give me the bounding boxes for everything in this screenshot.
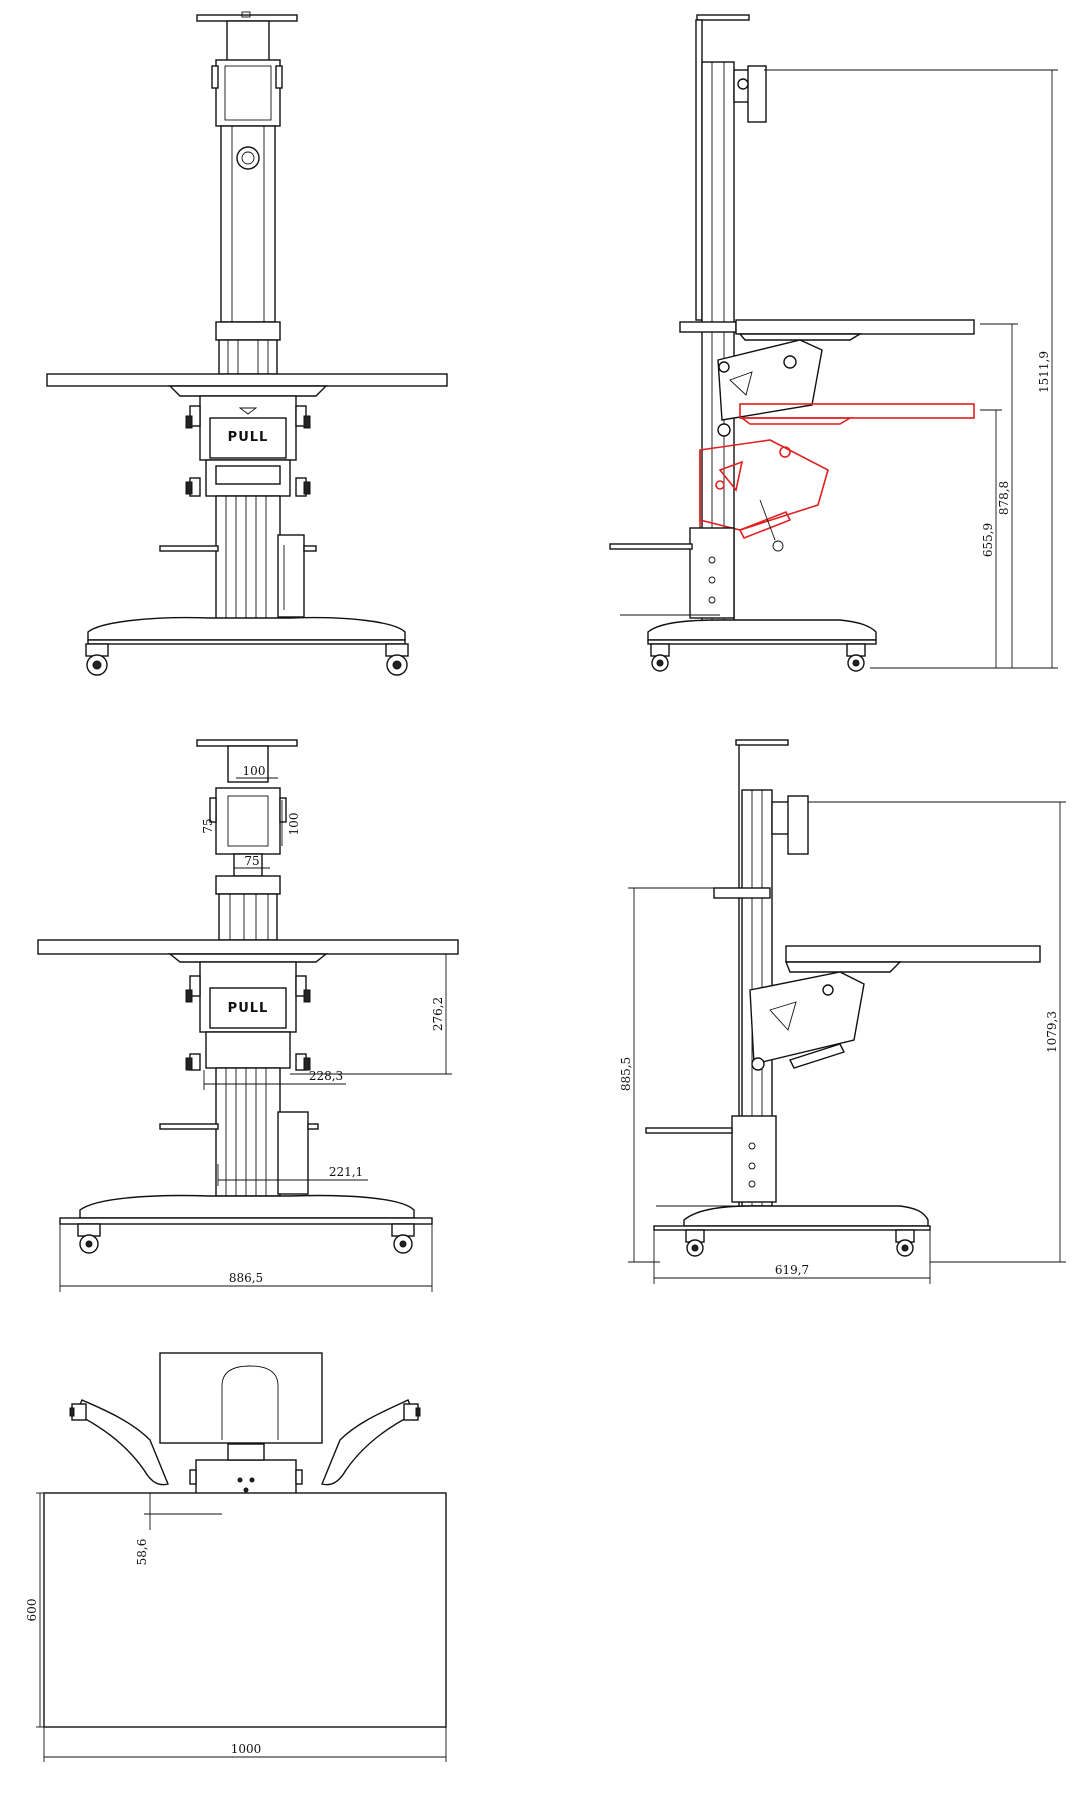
- dim-top-width: 1000: [231, 1742, 262, 1756]
- top-view: 58,6 600 1000: [25, 1352, 447, 1762]
- dim-tray-drop: 276,2: [431, 997, 445, 1031]
- caster-right-dim: [391, 1223, 415, 1254]
- caster-left-side: [650, 643, 670, 672]
- tilt-position-ghost: [699, 403, 975, 552]
- caster-left-side-dim: [685, 1229, 705, 1257]
- dim-cpu-width: 221,1: [329, 1165, 363, 1179]
- dim-vesa-bottom: 75: [244, 854, 259, 868]
- front-view-dimensioned: PULL 100 75 100: [37, 739, 459, 1292]
- dim-top-depth: 600: [25, 1599, 39, 1622]
- dim-vesa-width: 100: [243, 764, 266, 778]
- dim-upper-tray-height: 878,8: [997, 481, 1011, 515]
- pull-label: PULL: [228, 430, 269, 445]
- dim-total-height: 1511,9: [1037, 351, 1051, 393]
- caster-right: [385, 643, 409, 676]
- pull-label-dim: PULL: [228, 1001, 269, 1016]
- caster-left-dim: [77, 1223, 101, 1254]
- caster-left: [85, 643, 109, 676]
- dim-vesa-height-left: 75: [201, 818, 215, 833]
- dim-lower-tray-height: 655,9: [981, 523, 995, 557]
- dim-column-height: 885,5: [619, 1057, 633, 1091]
- dim-keyboard-width: 228,3: [309, 1069, 343, 1083]
- dim-base-width: 886,5: [229, 1271, 263, 1285]
- dim-top-offset: 58,6: [135, 1539, 149, 1566]
- dim-total-height-2: 1079,3: [1045, 1011, 1059, 1053]
- caster-right-side-dim: [895, 1229, 915, 1257]
- dim-vesa-height-right: 100: [287, 813, 301, 836]
- front-view: PULL: [46, 11, 448, 676]
- side-view-dimensioned: 885,5 1079,3 619,7: [619, 739, 1066, 1284]
- dim-base-depth: 619,7: [775, 1263, 809, 1277]
- side-view-tilt: 1511,9 878,8 655,9: [609, 14, 1058, 672]
- caster-right-side: [846, 643, 866, 672]
